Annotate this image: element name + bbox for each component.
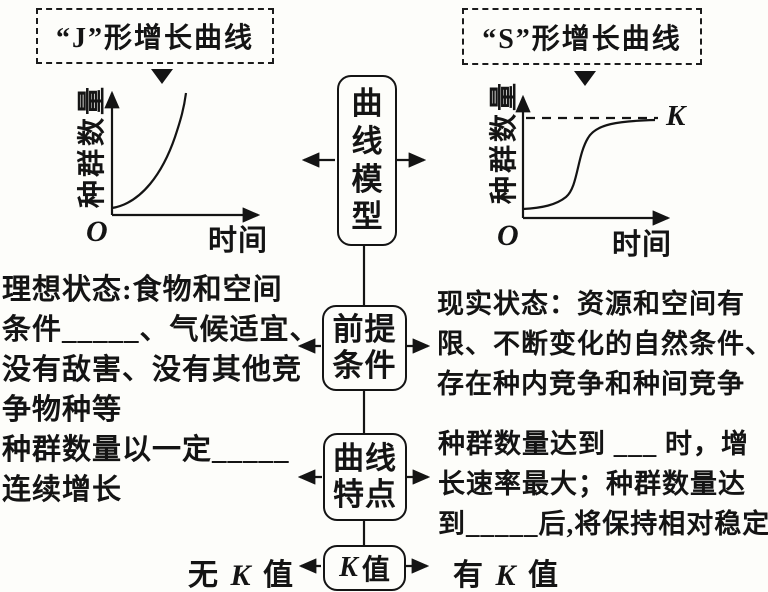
no-k-suffix: 值: [263, 559, 295, 592]
rate-line-1: 种群数量以一定_____: [2, 434, 290, 466]
s-graph-x-axis-label: 时间: [612, 229, 673, 261]
has-k-letter: K: [495, 559, 517, 592]
growth-rate-text: 种群数量以一定_____ 连续增长: [2, 430, 316, 510]
s-graph-origin-label: O: [497, 219, 519, 252]
ideal-line-4: 争物种等: [2, 394, 123, 426]
reality-line-3: 存在种内竞争和种间竞争: [437, 369, 745, 399]
flow-box-curve-model: 曲线模型: [337, 75, 397, 246]
s-curve-title-box: “S”形增长曲线: [462, 8, 702, 65]
s-curve-title: “S”形增长曲线: [482, 23, 682, 55]
no-k-value-label: 无 K 值: [188, 550, 294, 592]
ideal-line-2: 条件_____、气候适宜、: [2, 314, 320, 346]
j-curve-title-box: “J”形增长曲线: [36, 8, 274, 64]
flow-box-premise-label: 前提条件: [332, 312, 397, 383]
flow-box-k-letter: K: [339, 552, 358, 583]
j-graph-origin-label: O: [86, 215, 108, 248]
flow-box-curve-model-label: 曲线模型: [351, 85, 383, 235]
has-k-value-label: 有 K 值: [453, 550, 559, 592]
no-k-letter: K: [230, 559, 252, 592]
k-asymptote-label: K: [666, 100, 686, 132]
has-k-prefix: 有: [453, 559, 484, 592]
reality-line-1: 现实状态：资源和空间有: [437, 289, 745, 319]
j-graph-y-axis-label: 种群数量: [77, 84, 108, 209]
reality-line-2: 限、不断变化的自然条件、: [437, 329, 768, 359]
flow-box-k-zhi: 值: [361, 555, 390, 586]
ideal-condition-text: 理想状态:食物和空间 条件_____、气候适宜、 没有敌害、没有其他竞 争物种等: [2, 270, 320, 430]
no-k-prefix: 无: [188, 559, 219, 592]
flow-box-curve-feature: 曲线特点: [323, 433, 407, 521]
rate-line-2: 连续增长: [2, 474, 123, 506]
ideal-line-3: 没有敌害、没有其他竞: [2, 354, 303, 386]
s-growth-curve: [522, 118, 656, 211]
peak-line-3: 到_____后,将保持相对稳定: [438, 509, 768, 539]
flow-box-premise: 前提条件: [322, 305, 407, 391]
j-curve-title: “J”形增长曲线: [55, 23, 254, 54]
s-graph-y-axis-label: 种群数量: [489, 80, 520, 205]
ideal-line-1: 理想状态:食物和空间: [2, 274, 283, 306]
flow-box-curve-feature-label: 曲线特点: [333, 441, 397, 512]
s-label-pointer-icon: [574, 71, 596, 86]
peak-line-1: 种群数量达到 ___ 时，增: [438, 429, 749, 459]
k-feature-text: 种群数量达到 ___ 时，增 长速率最大；种群数量达 到_____后,将保持相对…: [438, 424, 768, 544]
peak-line-2: 长速率最大；种群数量达: [438, 469, 746, 499]
j-label-pointer-icon: [151, 69, 173, 84]
j-growth-curve: [111, 92, 188, 210]
flow-box-k-value: K 值: [323, 545, 406, 591]
real-condition-text: 现实状态：资源和空间有 限、不断变化的自然条件、 存在种内竞争和种间竞争: [437, 284, 768, 404]
has-k-suffix: 值: [528, 559, 560, 592]
j-graph-x-axis-label: 时间: [208, 225, 269, 257]
